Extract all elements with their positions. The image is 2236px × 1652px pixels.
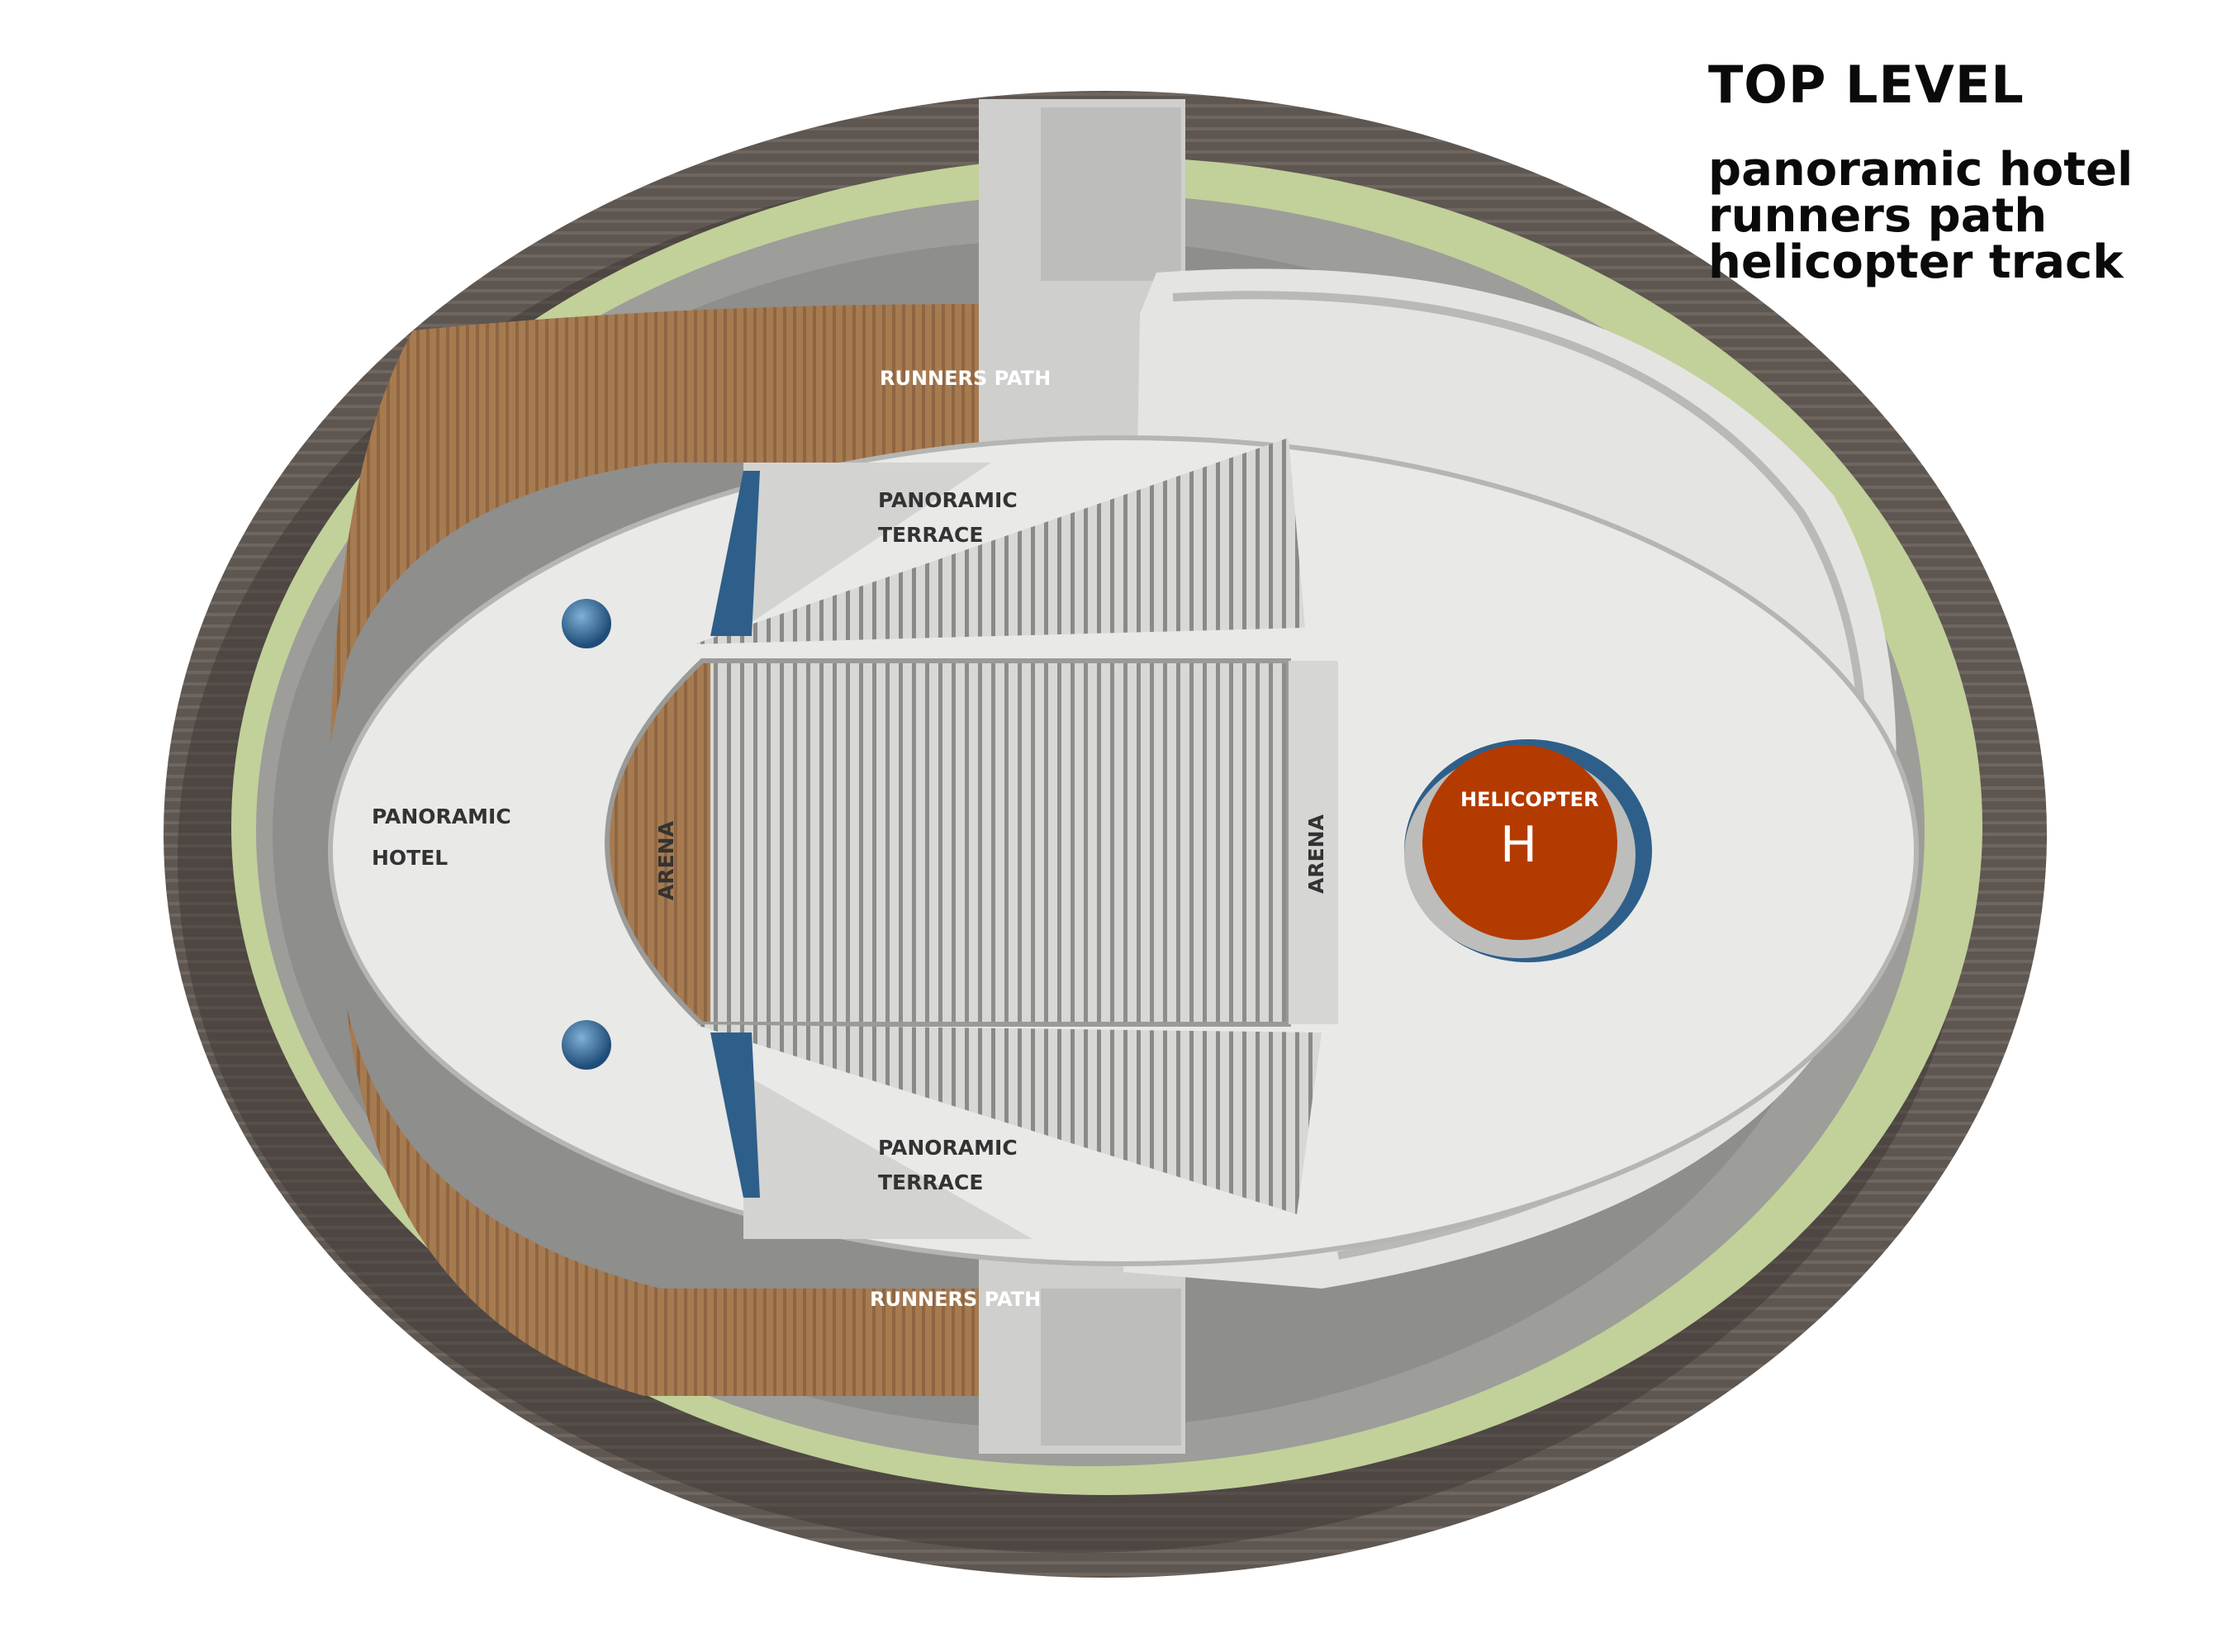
arena-label-right: ARENA (1304, 814, 1328, 894)
runners-path-label-top: RUNNERS PATH (880, 367, 1051, 390)
runners-path-label-bottom: RUNNERS PATH (870, 1288, 1041, 1311)
panoramic-terrace-top-louvers (694, 438, 1305, 644)
legend-item-helicopter-track: helicopter track (1708, 235, 2124, 289)
runners-path-bottom-deck (347, 1008, 1123, 1396)
runners-path-top-deck (330, 304, 1123, 743)
panoramic-terrace-label-top-line1: PANORAMIC (878, 488, 1018, 512)
helipad-disc (1422, 745, 1617, 940)
glass-fin-bottom (710, 1032, 760, 1198)
skylight-dome-bottom (562, 1020, 611, 1070)
skylight-dome-top (562, 599, 611, 648)
panoramic-hotel-label-line1: PANORAMIC (372, 805, 511, 828)
panoramic-terrace-bottom-louvers (694, 1024, 1322, 1214)
legend: TOP LEVEL panoramic hotel runners path h… (1708, 51, 2133, 286)
panoramic-terrace-label-bottom-line2: TERRACE (878, 1170, 983, 1194)
arena-end-plinth (1289, 661, 1338, 1024)
helipad-h-mark: H (1500, 816, 1537, 874)
legend-items: panoramic hotel runners path helicopter … (1708, 147, 2133, 286)
panoramic-terrace-label-top-line2: TERRACE (878, 523, 983, 547)
legend-title: TOP LEVEL (1708, 55, 2025, 115)
legend-item-runners-path: runners path (1708, 189, 2048, 243)
arena-label-left: ARENA (654, 820, 678, 900)
panoramic-terrace-label-bottom-line1: PANORAMIC (878, 1136, 1018, 1160)
helicopter-label: HELICOPTER (1460, 788, 1599, 811)
legend-item-panoramic-hotel: panoramic hotel (1708, 143, 2134, 197)
glass-fin-top (710, 471, 760, 636)
panoramic-hotel-label-line2: HOTEL (372, 846, 448, 870)
